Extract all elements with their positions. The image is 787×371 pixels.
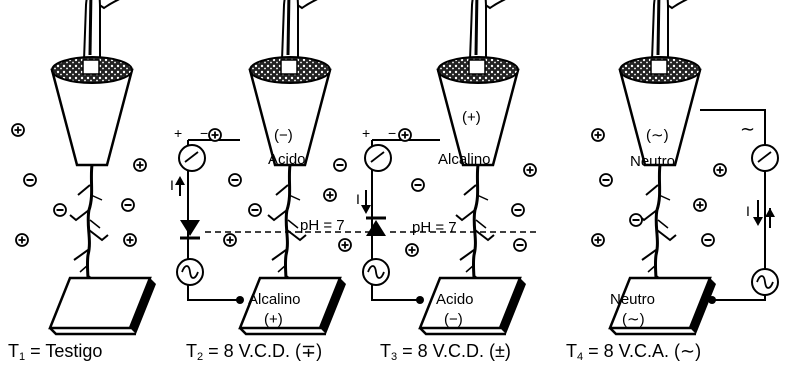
panel-t4: [591, 0, 779, 336]
cation-icon: [405, 243, 419, 257]
anion-icon: [411, 178, 425, 192]
anion-icon: [629, 213, 643, 227]
anion-icon: [23, 173, 37, 187]
plant-t1: [50, 0, 159, 302]
panel-t1: [11, 0, 159, 336]
anion-icon: [53, 203, 67, 217]
meter-icon: [364, 144, 392, 172]
soil-plate-t1: [48, 276, 158, 336]
anion-icon: [248, 203, 262, 217]
cation-icon: [133, 158, 147, 172]
anion-icon: [513, 238, 527, 252]
cation-icon: [398, 128, 412, 142]
polarity-minus-t2: −: [200, 125, 209, 141]
plate-label-t3: Acido: [436, 291, 474, 308]
cation-icon: [713, 163, 727, 177]
cation-icon: [591, 128, 605, 142]
cation-icon: [123, 233, 137, 247]
diode-icon: [180, 220, 200, 236]
plate-label-t4: Neutro: [610, 291, 656, 308]
cation-icon: [523, 163, 537, 177]
pot-zone-label-t2: Acido: [268, 151, 306, 168]
meter-icon: [178, 144, 206, 172]
caption-t1: T1 = Testigo: [8, 341, 103, 363]
cation-icon: [11, 123, 25, 137]
cation-icon: [338, 238, 352, 252]
current-label-t2: I: [170, 177, 174, 193]
ph-label-t3: pH = 7: [412, 219, 457, 236]
current-label-t4: I: [746, 203, 750, 219]
pot-zone-label-t3: Alcalino: [438, 151, 491, 168]
anion-icon: [121, 198, 135, 212]
pot-zone-label-t4: Neutro: [630, 153, 676, 170]
polarity-plus-t3: +: [362, 125, 371, 141]
panel-t2: [175, 0, 380, 336]
anion-icon: [511, 203, 525, 217]
anion-icon: [599, 173, 613, 187]
plant-t2: [248, 0, 357, 302]
pot-polarity-t4: (∼): [646, 127, 669, 144]
plate-polarity-t4: (∼): [622, 311, 645, 328]
current-label-t3: I: [356, 191, 360, 207]
caption-t3: T3 = 8 V.C.D. (±): [380, 341, 511, 363]
plant-t4: [618, 0, 727, 302]
cation-icon: [591, 233, 605, 247]
cation-icon: [323, 188, 337, 202]
pot-polarity-t2: (−): [274, 127, 293, 144]
plate-label-t2: Alcalino: [248, 291, 301, 308]
panel-t3: [361, 0, 545, 336]
ph-label-t2: pH = 7: [300, 217, 345, 234]
caption-t4: T4 = 8 V.C.A. (∼): [566, 341, 702, 363]
meter-icon: [751, 144, 779, 172]
plant-t3: [436, 0, 545, 302]
anion-icon: [701, 233, 715, 247]
pot-polarity-t3: (+): [462, 109, 481, 126]
polarity-minus-t3: −: [388, 125, 397, 141]
caption-t2: T2 = 8 V.C.D. (∓): [186, 341, 323, 363]
anion-icon: [333, 158, 347, 172]
diode-icon: [366, 220, 386, 236]
cation-icon: [693, 198, 707, 212]
cation-icon: [208, 128, 222, 142]
ac-symbol-t4: ∼: [740, 119, 756, 139]
plate-polarity-t3: (−): [444, 311, 463, 328]
polarity-plus-t2: +: [174, 125, 183, 141]
anion-icon: [228, 173, 242, 187]
cation-icon: [15, 233, 29, 247]
plate-polarity-t2: (+): [264, 311, 283, 328]
cation-icon: [223, 233, 237, 247]
